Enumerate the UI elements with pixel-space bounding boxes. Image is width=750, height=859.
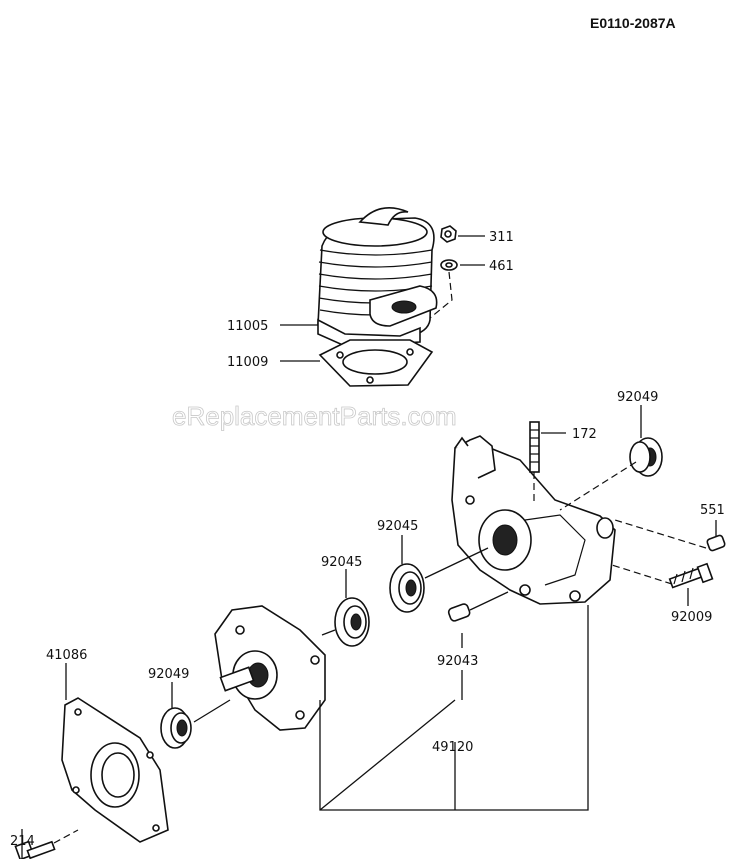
watermark: eReplacementParts.com xyxy=(172,401,457,431)
oil-seal-left-part xyxy=(160,707,192,749)
pin-551-part xyxy=(706,534,726,552)
crankcase-right-part xyxy=(451,435,616,605)
label-461: 461 xyxy=(489,259,514,274)
cylinder-part xyxy=(317,206,438,347)
washer-461-part xyxy=(440,259,458,271)
label-41086: 41086 xyxy=(46,648,87,663)
diagram-code: E0110-2087A xyxy=(590,15,676,31)
cylinder-gasket-part xyxy=(318,339,434,387)
bearing-92045-upper-part xyxy=(389,563,425,613)
label-92049-left: 92049 xyxy=(148,667,189,682)
label-172: 172 xyxy=(572,427,597,442)
label-11009: 11009 xyxy=(227,355,268,370)
screw-92009-part xyxy=(668,562,714,589)
bolt-214-part xyxy=(14,840,56,859)
label-551: 551 xyxy=(700,503,725,518)
dowel-92043-part xyxy=(447,603,471,622)
label-92045-lower: 92045 xyxy=(321,555,362,570)
label-92045-upper: 92045 xyxy=(377,519,418,534)
label-92043: 92043 xyxy=(437,654,478,669)
cover-plate-41086-part xyxy=(61,697,169,843)
label-92049-top: 92049 xyxy=(617,390,658,405)
bearing-92045-lower-part xyxy=(334,597,370,647)
label-11005: 11005 xyxy=(227,319,268,334)
oil-seal-right-part xyxy=(629,437,663,477)
crankcase-left-part xyxy=(214,605,326,731)
label-311: 311 xyxy=(489,230,514,245)
nut-311-part xyxy=(440,225,457,243)
label-92009: 92009 xyxy=(671,610,712,625)
label-49120: 49120 xyxy=(432,740,473,755)
stud-172-part xyxy=(529,421,540,473)
label-214: 214 xyxy=(10,834,35,849)
